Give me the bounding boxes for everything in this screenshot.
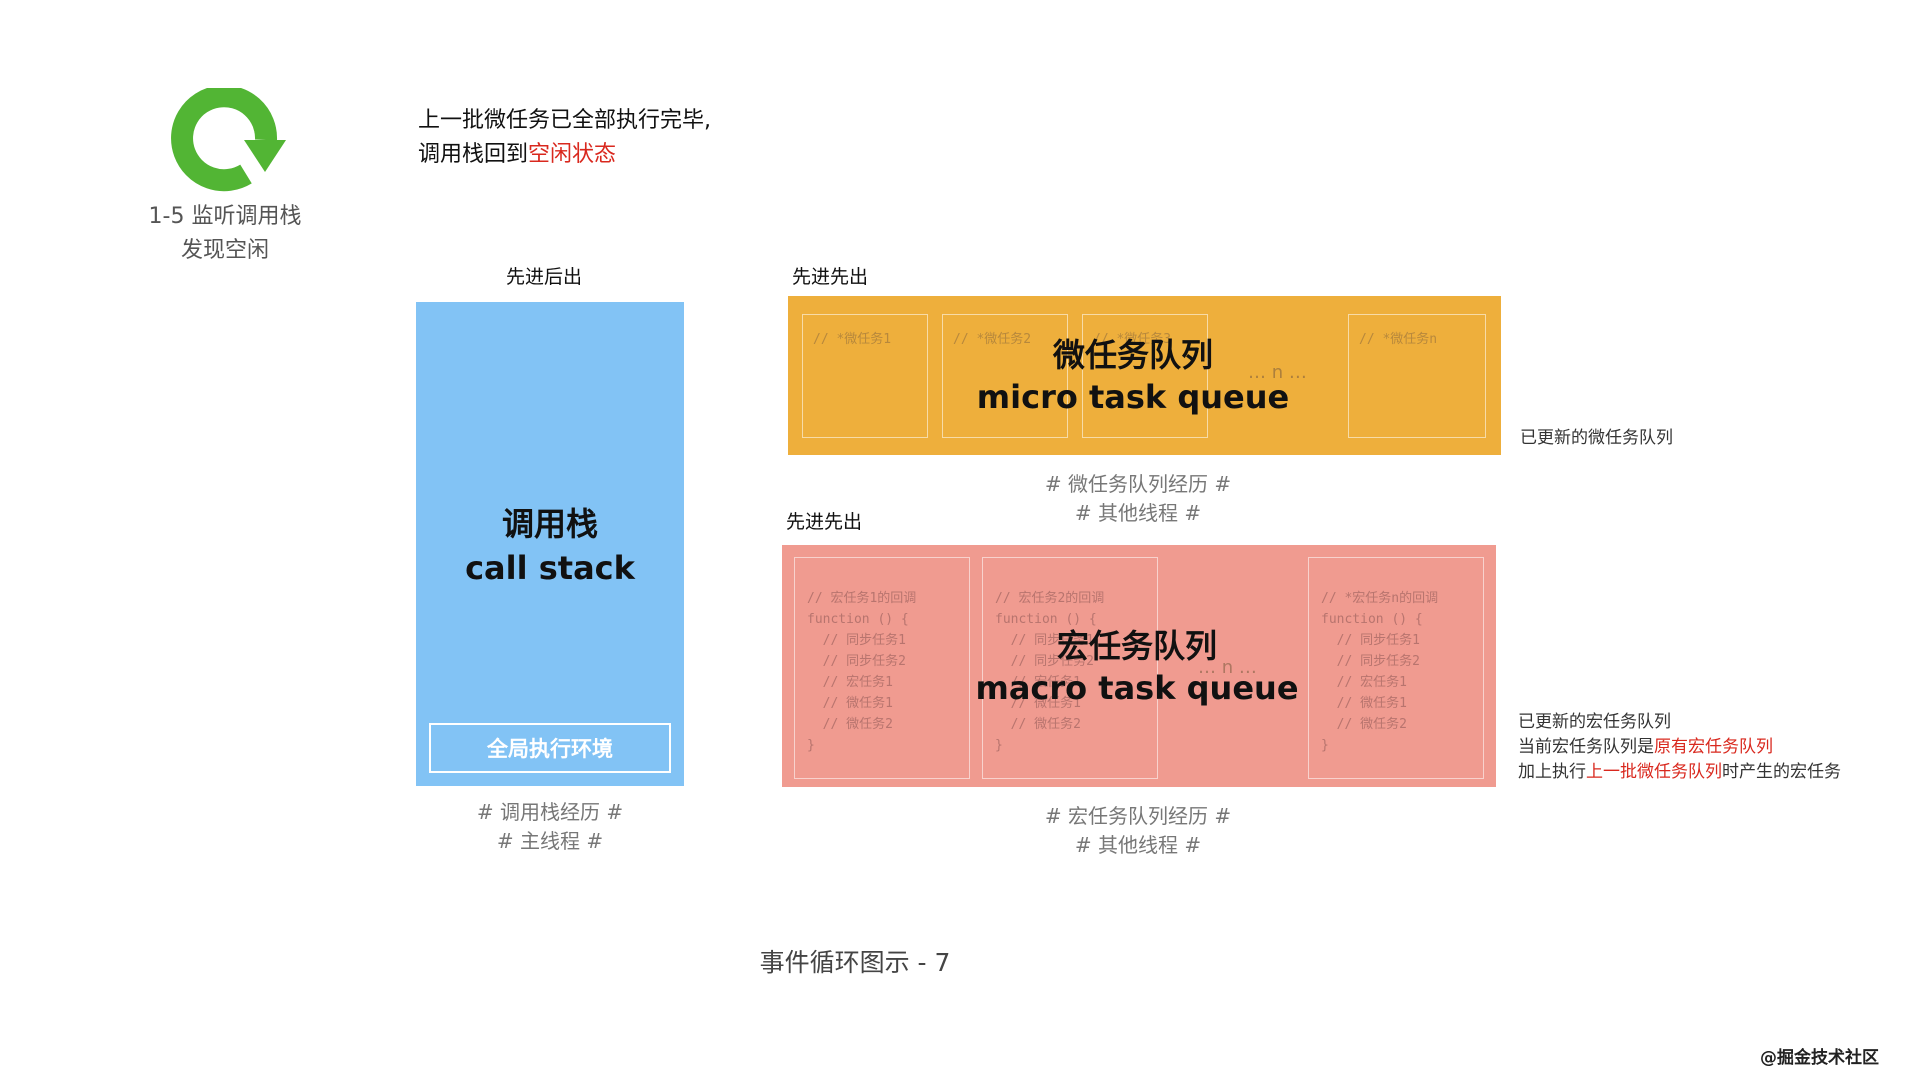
micro-task-slot: // *微任务3 — [1082, 314, 1208, 438]
call-stack-order-label: 先进后出 — [506, 266, 583, 288]
micro-queue-caption-line2: # 其他线程 # — [1074, 501, 1202, 525]
micro-queue-note: 已更新的微任务队列 — [1520, 428, 1673, 448]
macro-note-line2: 当前宏任务队列是原有宏任务队列 — [1518, 735, 1841, 760]
description-line2: 调用栈回到空闲状态 — [418, 138, 711, 172]
description-prefix: 调用栈回到 — [418, 142, 529, 167]
step-label-line2: 发现空闲 — [180, 238, 269, 263]
macro-note-line3-suffix: 时产生的宏任务 — [1722, 762, 1841, 782]
description: 上一批微任务已全部执行完毕, 调用栈回到空闲状态 — [418, 104, 711, 172]
micro-queue-title: 微任务队列 micro task queue — [958, 334, 1308, 418]
macro-note-line3-prefix: 加上执行 — [1518, 762, 1586, 782]
description-line1: 上一批微任务已全部执行完毕, — [418, 108, 711, 133]
step-label: 1-5 监听调用栈 发现空闲 — [120, 200, 330, 268]
call-stack-title-cn: 调用栈 — [501, 505, 598, 543]
step-label-line1: 1-5 监听调用栈 — [148, 204, 302, 229]
macro-queue-note: 已更新的宏任务队列 当前宏任务队列是原有宏任务队列 加上执行上一批微任务队列时产… — [1518, 710, 1841, 785]
micro-task-slot: // *微任务2 — [942, 314, 1068, 438]
macro-queue-order-label: 先进先出 — [786, 511, 863, 533]
macro-queue-title-en: macro task queue — [975, 669, 1299, 707]
watermark: @掘金技术社区 — [1760, 1048, 1879, 1068]
call-stack-box — [416, 302, 684, 786]
call-stack-caption-line1: # 调用栈经历 # — [476, 800, 624, 824]
macro-task-slot: // 宏任务1的回调 function () { // 同步任务1 // 同步任… — [794, 557, 970, 779]
macro-note-line2-prefix: 当前宏任务队列是 — [1518, 737, 1654, 757]
macro-note-line1: 已更新的宏任务队列 — [1518, 712, 1671, 732]
macro-task-slot: // 宏任务2的回调 function () { // 同步任务1 // 同步任… — [982, 557, 1158, 779]
macro-task-queue-box: // 宏任务1的回调 function () { // 同步任务1 // 同步任… — [782, 545, 1496, 787]
macro-queue-title: 宏任务队列 macro task queue — [952, 625, 1322, 709]
micro-queue-ellipsis: … n … — [1248, 362, 1307, 383]
global-execution-context: 全局执行环境 — [429, 723, 671, 773]
macro-queue-ellipsis: … n … — [1198, 657, 1257, 678]
macro-queue-caption: # 宏任务队列经历 # # 其他线程 # — [988, 802, 1288, 860]
micro-task-slot: // *微任务n — [1348, 314, 1486, 438]
micro-queue-caption: # 微任务队列经历 # # 其他线程 # — [988, 470, 1288, 528]
micro-queue-title-en: micro task queue — [976, 378, 1290, 416]
call-stack-caption: # 调用栈经历 # # 主线程 # — [416, 798, 684, 856]
call-stack-title-en: call stack — [465, 549, 635, 587]
macro-queue-caption-line1: # 宏任务队列经历 # — [1044, 804, 1232, 828]
figure-caption: 事件循环图示 - 7 — [759, 948, 951, 977]
description-highlight: 空闲状态 — [528, 142, 617, 167]
micro-queue-caption-line1: # 微任务队列经历 # — [1044, 472, 1232, 496]
loop-arrow-icon — [171, 88, 286, 192]
micro-task-slot: // *微任务1 — [802, 314, 928, 438]
macro-note-line3-highlight: 上一批微任务队列 — [1586, 762, 1722, 782]
macro-queue-title-cn: 宏任务队列 — [1056, 627, 1217, 665]
macro-queue-caption-line2: # 其他线程 # — [1074, 833, 1202, 857]
macro-task-slot: // *宏任务n的回调 function () { // 同步任务1 // 同步… — [1308, 557, 1484, 779]
call-stack-title: 调用栈 call stack — [416, 502, 684, 590]
micro-queue-order-label: 先进先出 — [792, 266, 869, 288]
micro-queue-title-cn: 微任务队列 — [1052, 336, 1213, 374]
micro-task-queue-box: // *微任务1 // *微任务2 // *微任务3 … n … // *微任务… — [788, 296, 1501, 455]
call-stack-caption-line2: # 主线程 # — [496, 829, 604, 853]
macro-note-line3: 加上执行上一批微任务队列时产生的宏任务 — [1518, 760, 1841, 785]
macro-note-line2-highlight: 原有宏任务队列 — [1654, 737, 1773, 757]
